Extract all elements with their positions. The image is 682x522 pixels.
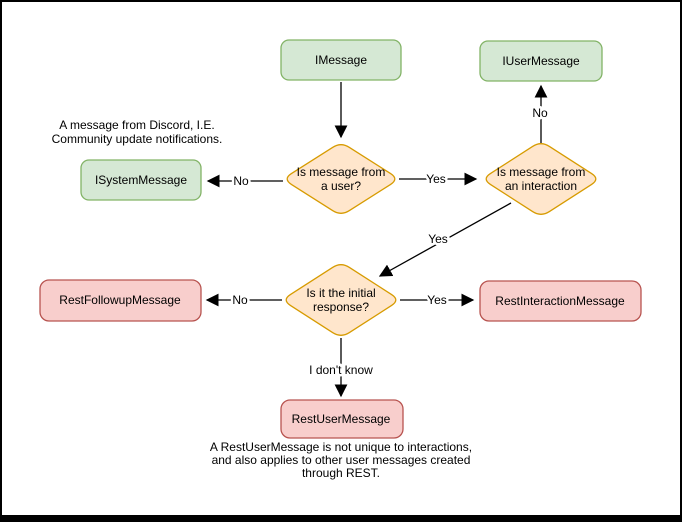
decision-from-interaction-shape	[485, 143, 597, 215]
isystemmessage-box	[80, 159, 202, 201]
node-iusermessage: IUserMessage	[479, 40, 603, 82]
edge-label-initial-yes: Yes	[427, 293, 447, 307]
decision-initial-response: Is it the initial response?	[285, 264, 397, 336]
decision-from-user-shape	[286, 144, 396, 214]
edge-label-from-user-no: No	[233, 174, 249, 188]
edge-label-initial-unknown: I don't know	[309, 363, 373, 377]
decision-from-interaction-line2: an interaction	[505, 179, 577, 193]
edge-labels: No Yes No Yes No Yes I don't know	[230, 104, 551, 380]
note-rest-user-message-line3: through REST.	[302, 466, 380, 480]
note-system-message: A message from Discord, I.E. Community u…	[52, 118, 223, 146]
node-imessage: IMessage	[280, 39, 402, 81]
restfollowupmessage-label: RestFollowupMessage	[59, 293, 181, 307]
iusermessage-label: IUserMessage	[502, 54, 580, 68]
decision-initial-response-line1: Is it the initial	[306, 286, 375, 300]
note-system-message-line1: A message from Discord, I.E.	[59, 118, 214, 132]
iusermessage-box	[479, 40, 603, 82]
restusermessage-label: RestUserMessage	[292, 412, 391, 426]
flowchart-svg: No Yes No Yes No Yes I don't know IMessa…	[39, 39, 642, 480]
bottom-border-bar	[2, 515, 680, 520]
decision-from-user-line1: Is message from	[297, 165, 386, 179]
edge-label-from-user-yes: Yes	[426, 172, 446, 186]
imessage-label: IMessage	[315, 53, 367, 67]
isystemmessage-label: ISystemMessage	[95, 173, 187, 187]
note-system-message-line2: Community update notifications.	[52, 132, 223, 146]
decision-initial-response-line2: response?	[313, 300, 369, 314]
node-isystemmessage: ISystemMessage	[80, 159, 202, 201]
note-rest-user-message-line1: A RestUserMessage is not unique to inter…	[210, 440, 472, 454]
decision-from-user-line2: a user?	[321, 179, 361, 193]
decision-from-interaction: Is message from an interaction	[485, 143, 597, 215]
decision-initial-response-shape	[285, 264, 397, 336]
edge-label-initial-no: No	[232, 293, 248, 307]
note-rest-user-message: A RestUserMessage is not unique to inter…	[210, 440, 472, 480]
decision-from-user: Is message from a user?	[286, 144, 396, 214]
restinteractionmessage-box	[479, 280, 642, 322]
node-restfollowupmessage: RestFollowupMessage	[39, 279, 202, 322]
note-rest-user-message-line2: and also applies to other user messages …	[212, 453, 471, 467]
restinteractionmessage-label: RestInteractionMessage	[495, 294, 625, 308]
edge-label-from-interaction-no: No	[532, 106, 548, 120]
edge-label-from-interaction-yes: Yes	[428, 232, 448, 246]
edges	[205, 82, 548, 398]
node-restinteractionmessage: RestInteractionMessage	[479, 280, 642, 322]
edge-from-interaction-yes	[378, 202, 512, 277]
decision-from-interaction-line1: Is message from	[497, 165, 586, 179]
imessage-box	[280, 39, 402, 81]
restusermessage-box	[280, 399, 404, 439]
restfollowupmessage-box	[39, 279, 202, 322]
node-restusermessage: RestUserMessage	[280, 399, 404, 439]
